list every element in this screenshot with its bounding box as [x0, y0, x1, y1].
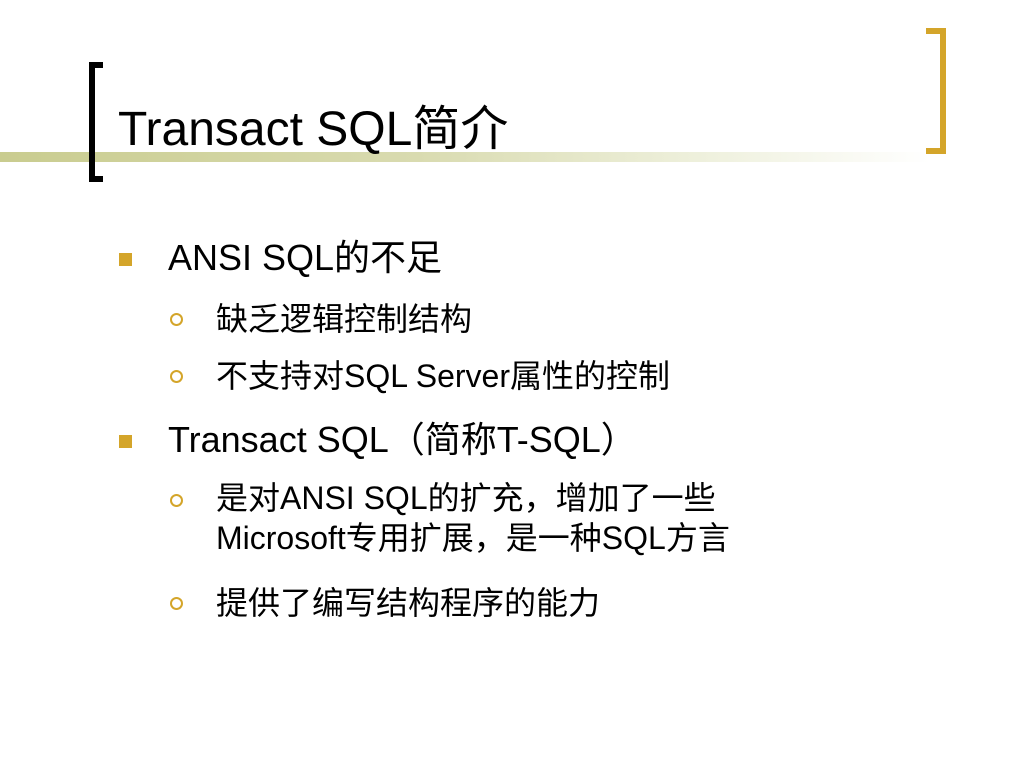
ring-bullet-icon [170, 313, 183, 326]
sub-bullet-item: 是对ANSI SQL的扩充，增加了一些 Microsoft专用扩展，是一种SQL… [216, 478, 730, 558]
sub-bullet-line: 是对ANSI SQL的扩充，增加了一些 [216, 480, 716, 516]
left-bracket-decoration [89, 62, 103, 182]
sub-bullet-item: 不支持对SQL Server属性的控制 [216, 358, 670, 394]
sub-bullet-item: 缺乏逻辑控制结构 [216, 301, 473, 337]
ring-bullet-icon [170, 494, 183, 507]
ring-bullet-icon [170, 370, 183, 383]
slide-title: Transact SQL简介 [118, 103, 509, 156]
right-bracket-decoration [926, 28, 946, 154]
square-bullet-icon [119, 253, 132, 266]
bullet-item: ANSI SQL的不足 [168, 237, 443, 278]
sub-bullet-line: Microsoft专用扩展，是一种SQL方言 [216, 520, 730, 556]
ring-bullet-icon [170, 597, 183, 610]
square-bullet-icon [119, 435, 132, 448]
title-decorative-rule [0, 152, 930, 162]
bullet-item: Transact SQL（简称T-SQL） [168, 419, 637, 460]
sub-bullet-item: 提供了编写结构程序的能力 [216, 585, 601, 621]
